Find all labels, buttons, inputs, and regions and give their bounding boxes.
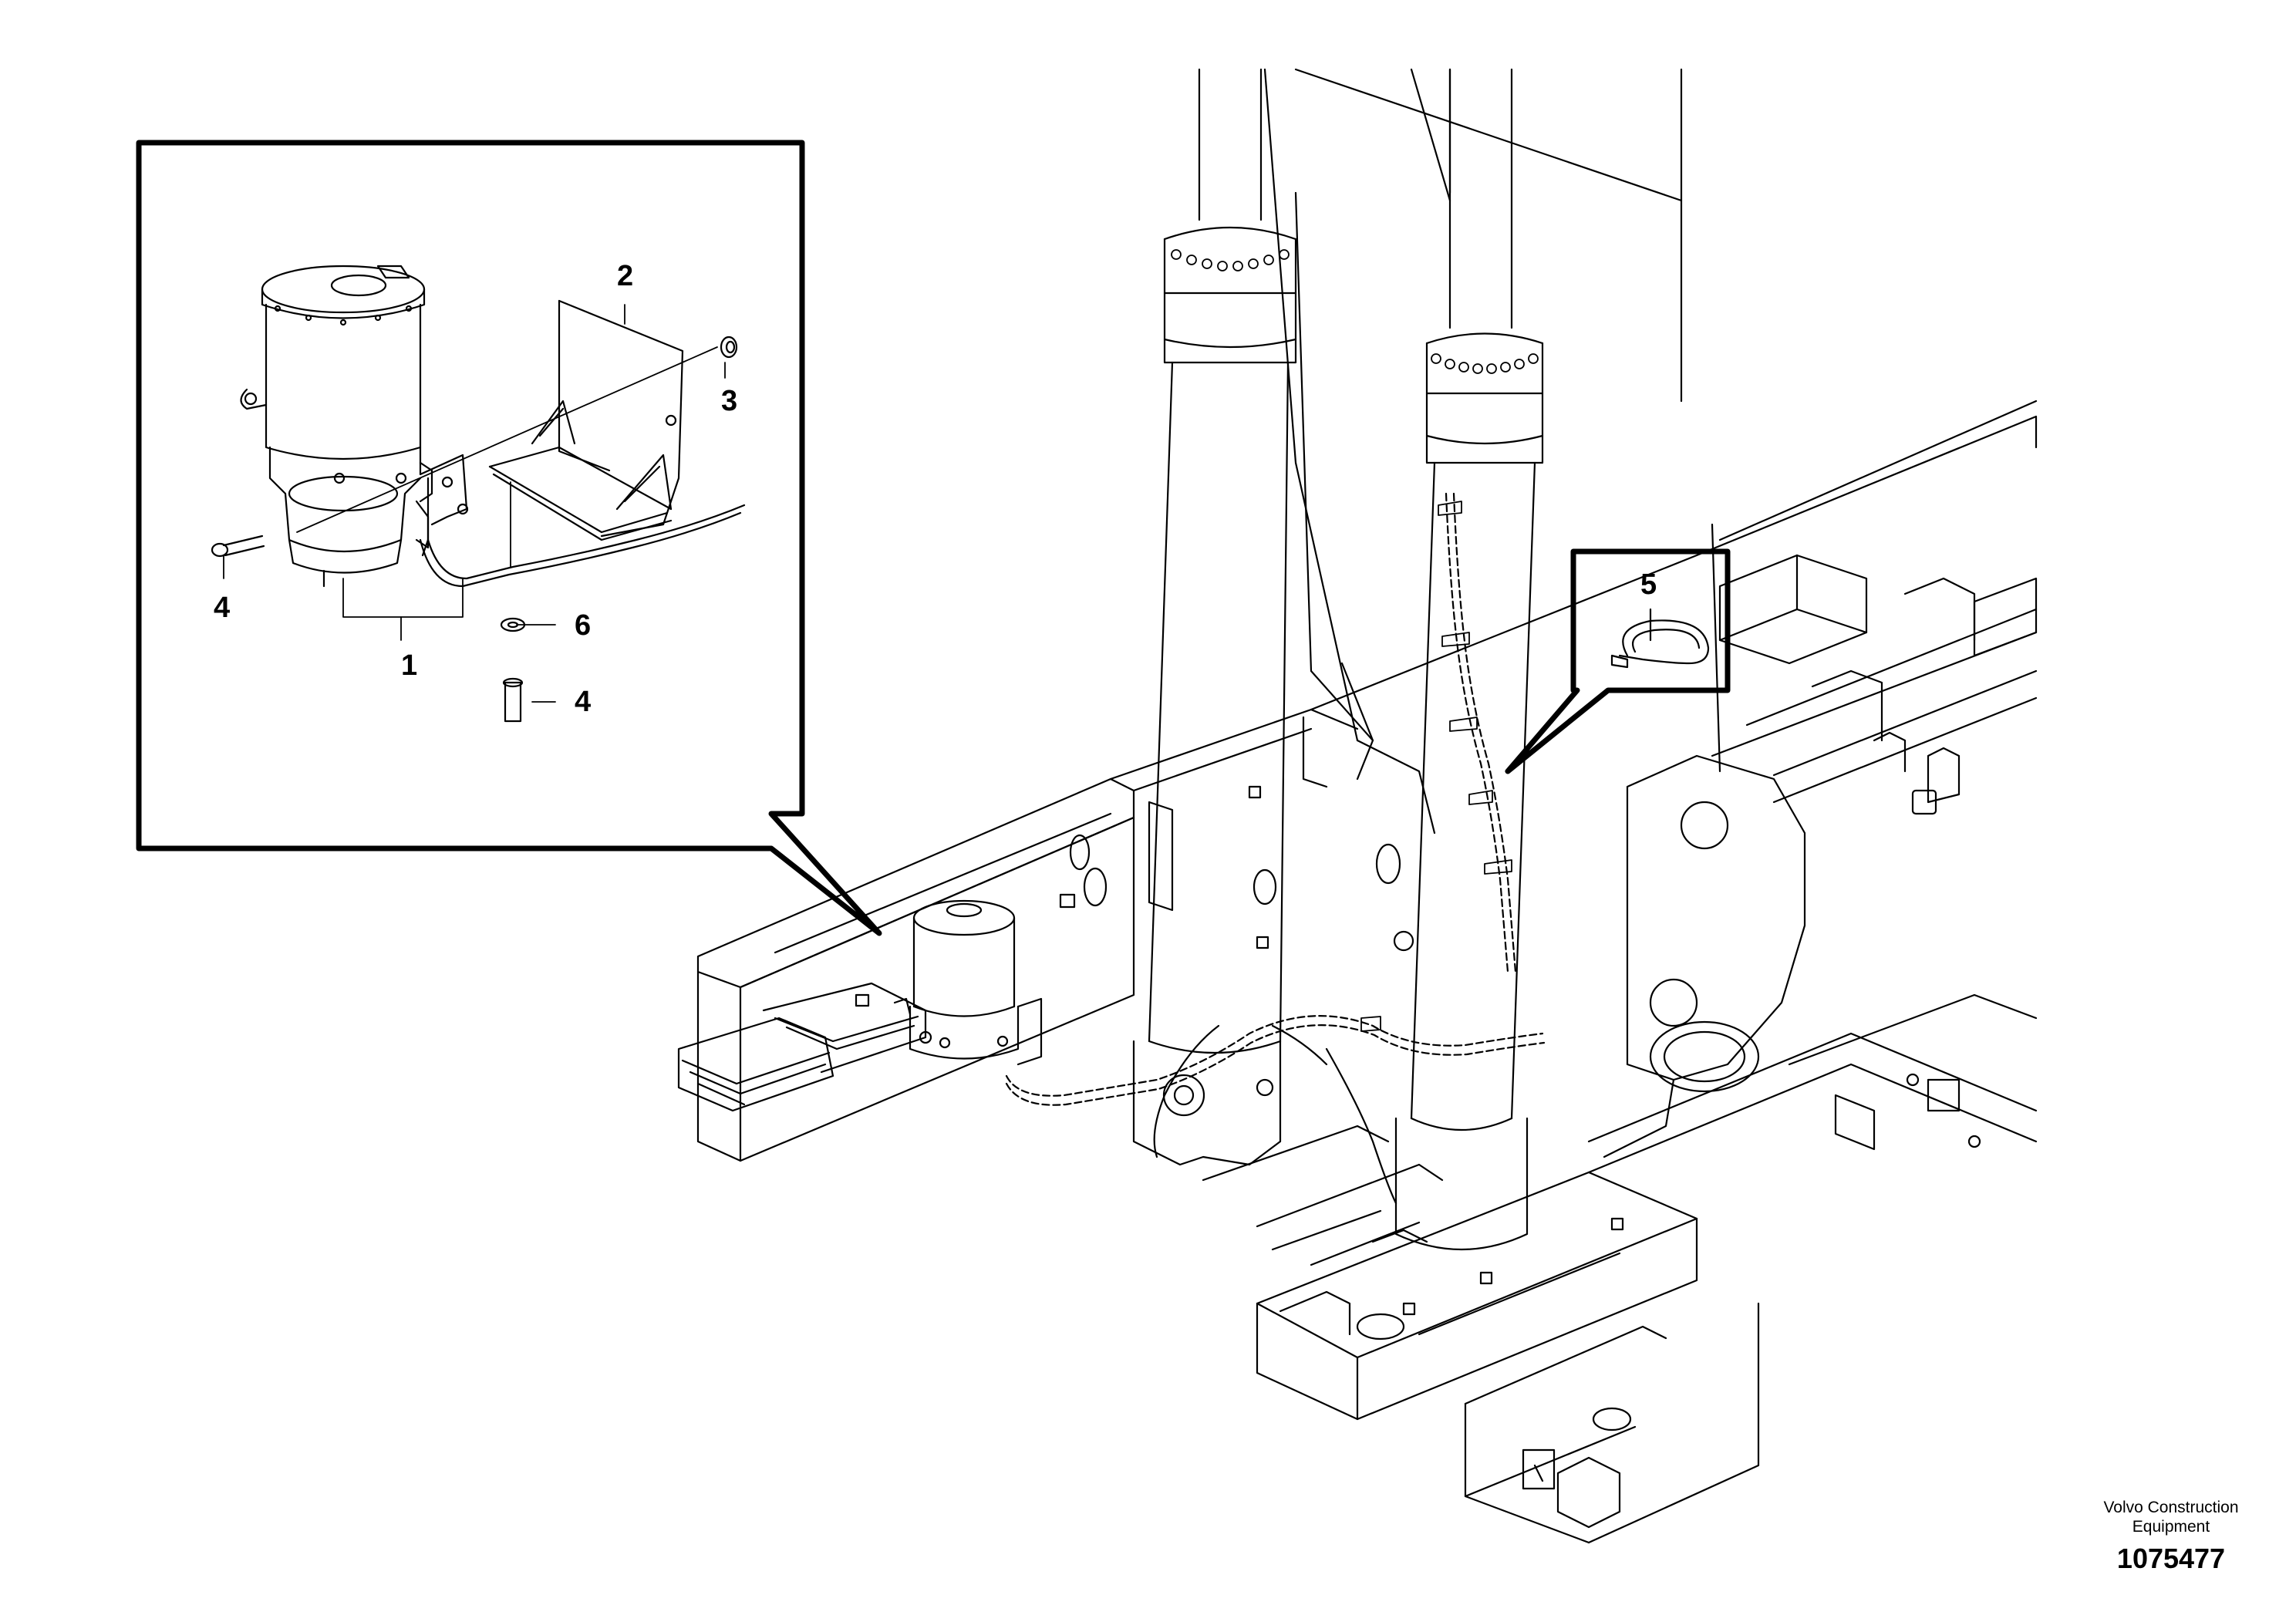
- lube-hose-lower: [1153, 1024, 1397, 1205]
- boom-arm-left: [1132, 68, 1297, 1166]
- detail-pump: [240, 265, 469, 588]
- leader-lines: [223, 304, 726, 703]
- detail-bracket: [488, 299, 684, 541]
- upper-frame: [677, 400, 2038, 1544]
- hose-clips: [1360, 501, 1512, 1032]
- callout-3: 3: [721, 385, 737, 417]
- detail-nut-3: [720, 336, 738, 359]
- callout-4-screw: 4: [575, 686, 591, 718]
- callout-labels: 1 2 3 4 4 5 6: [214, 260, 1657, 718]
- callout-6: 6: [575, 609, 591, 642]
- figure-number: 1075477: [2116, 1543, 2226, 1574]
- detail-bolt-4-left: [211, 534, 265, 558]
- detail-hose: [419, 504, 746, 588]
- boom-arm-right: [1394, 68, 1544, 1251]
- callout-5: 5: [1640, 568, 1657, 601]
- manufacturer-name-line2: Equipment: [2132, 1518, 2210, 1536]
- detail-bolt-4-lower: [502, 677, 524, 723]
- manufacturer-name: Volvo Construction: [2103, 1499, 2239, 1516]
- callout-2: 2: [617, 260, 633, 292]
- lubrication-pump-installed: [893, 899, 1043, 1066]
- detail-cable-tie: [1610, 608, 1710, 669]
- callout-1: 1: [401, 649, 417, 682]
- boom-center-structure: [1263, 68, 1683, 952]
- callout-4-bolt: 4: [214, 592, 230, 624]
- detail-callout-box: [136, 140, 882, 936]
- cable-tie-callout-box: [1505, 548, 1731, 774]
- lube-hose-routing: [1005, 492, 1546, 1106]
